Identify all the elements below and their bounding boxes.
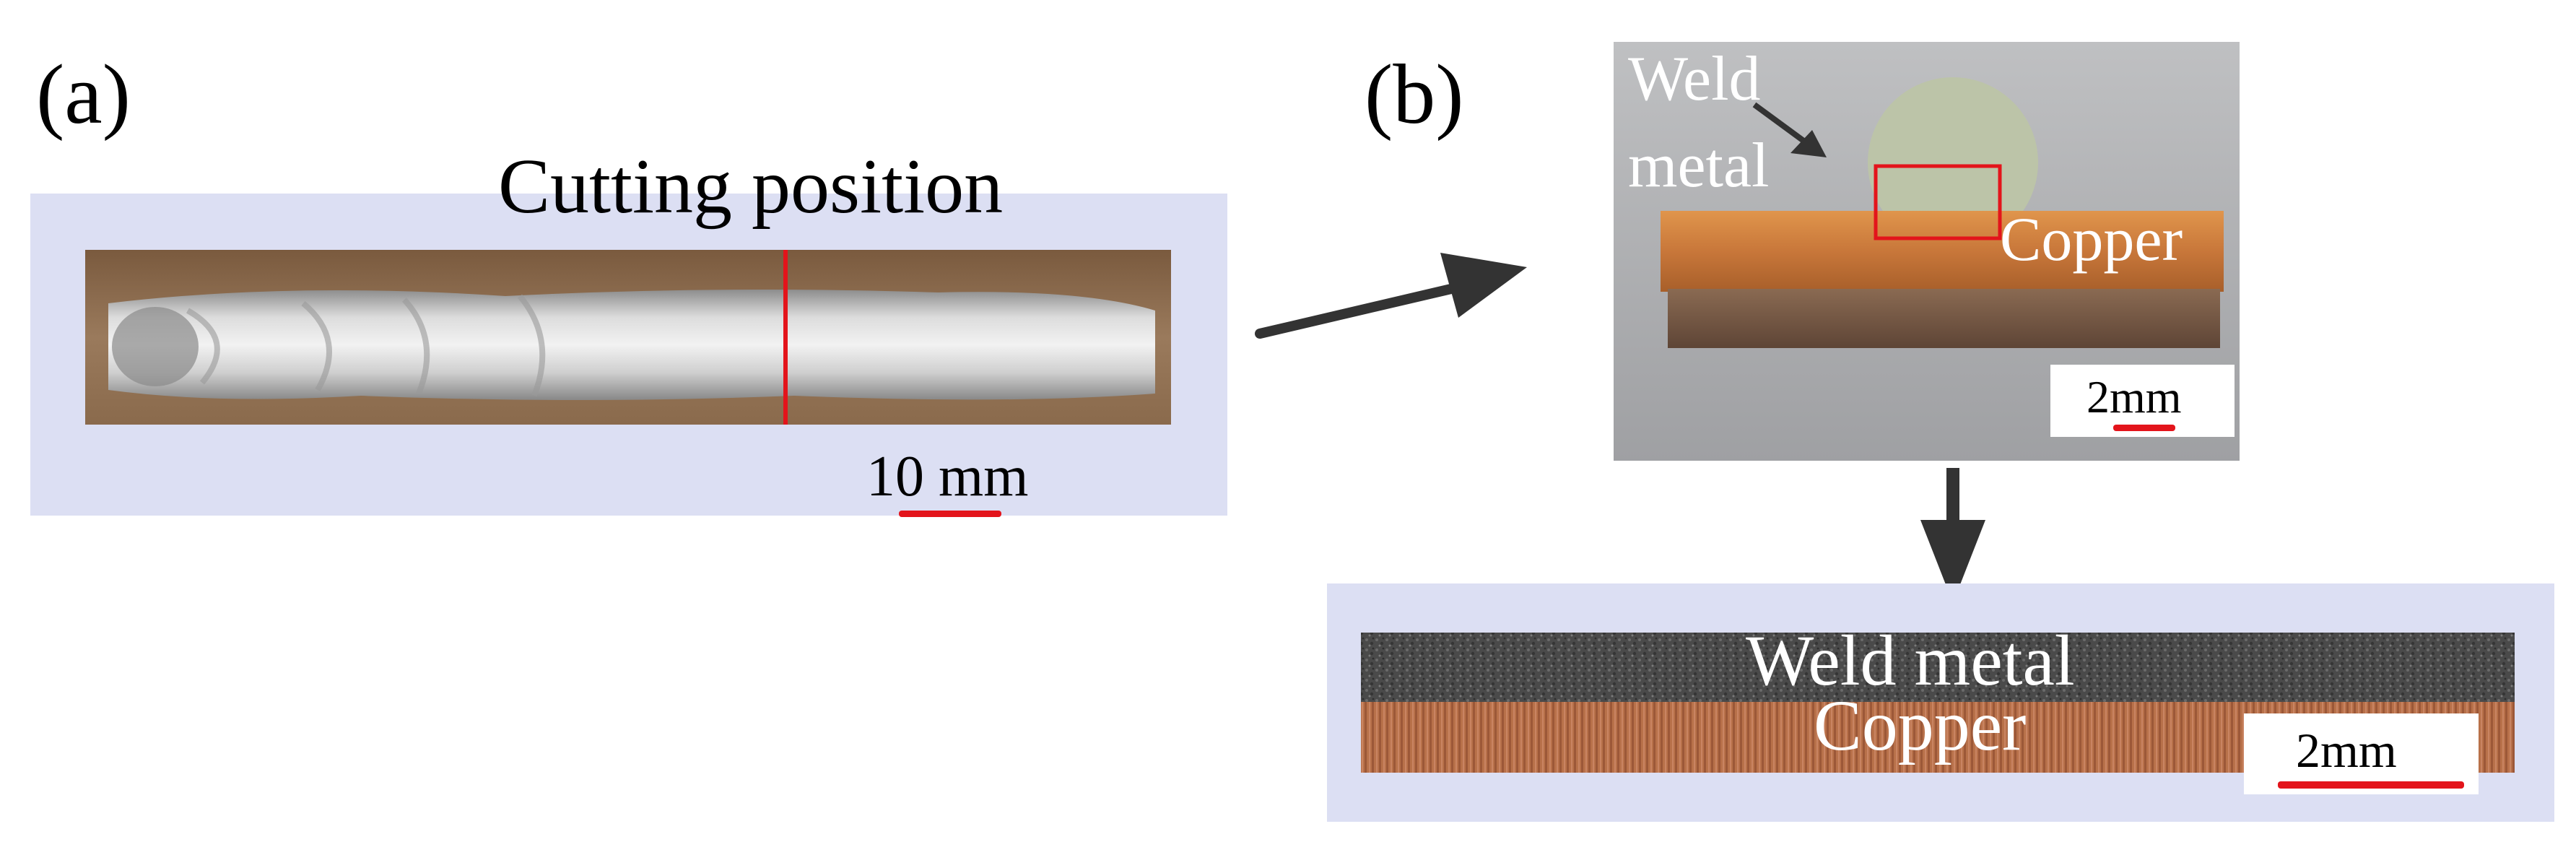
panel-c-scale-box (2244, 713, 2479, 794)
panel-a-scale-bar (899, 511, 1001, 517)
panel-a-background (30, 194, 1227, 516)
panel-b-weld-label-line1: Weld (1628, 44, 1761, 114)
panel-c-scale-label: 2mm (2296, 723, 2397, 778)
panel-b-label: (b) (1365, 47, 1464, 142)
panel-c-weld-label: Weld metal (1746, 620, 2075, 700)
panel-a-scale-label: 10 mm (866, 445, 1029, 508)
panel-b-copper-label: Copper (2000, 204, 2183, 274)
panel-c-copper-label: Copper (1814, 685, 2027, 765)
panel-b-scale-label: 2mm (2087, 371, 2182, 422)
panel-b-scale-bar (2113, 425, 2175, 431)
panel-b-weld-label-line2: metal (1628, 131, 1770, 201)
panel-c-scale-bar (2278, 781, 2464, 789)
panel-a-label: (a) (36, 47, 131, 142)
panel-a-caption: Cutting position (498, 144, 1004, 230)
